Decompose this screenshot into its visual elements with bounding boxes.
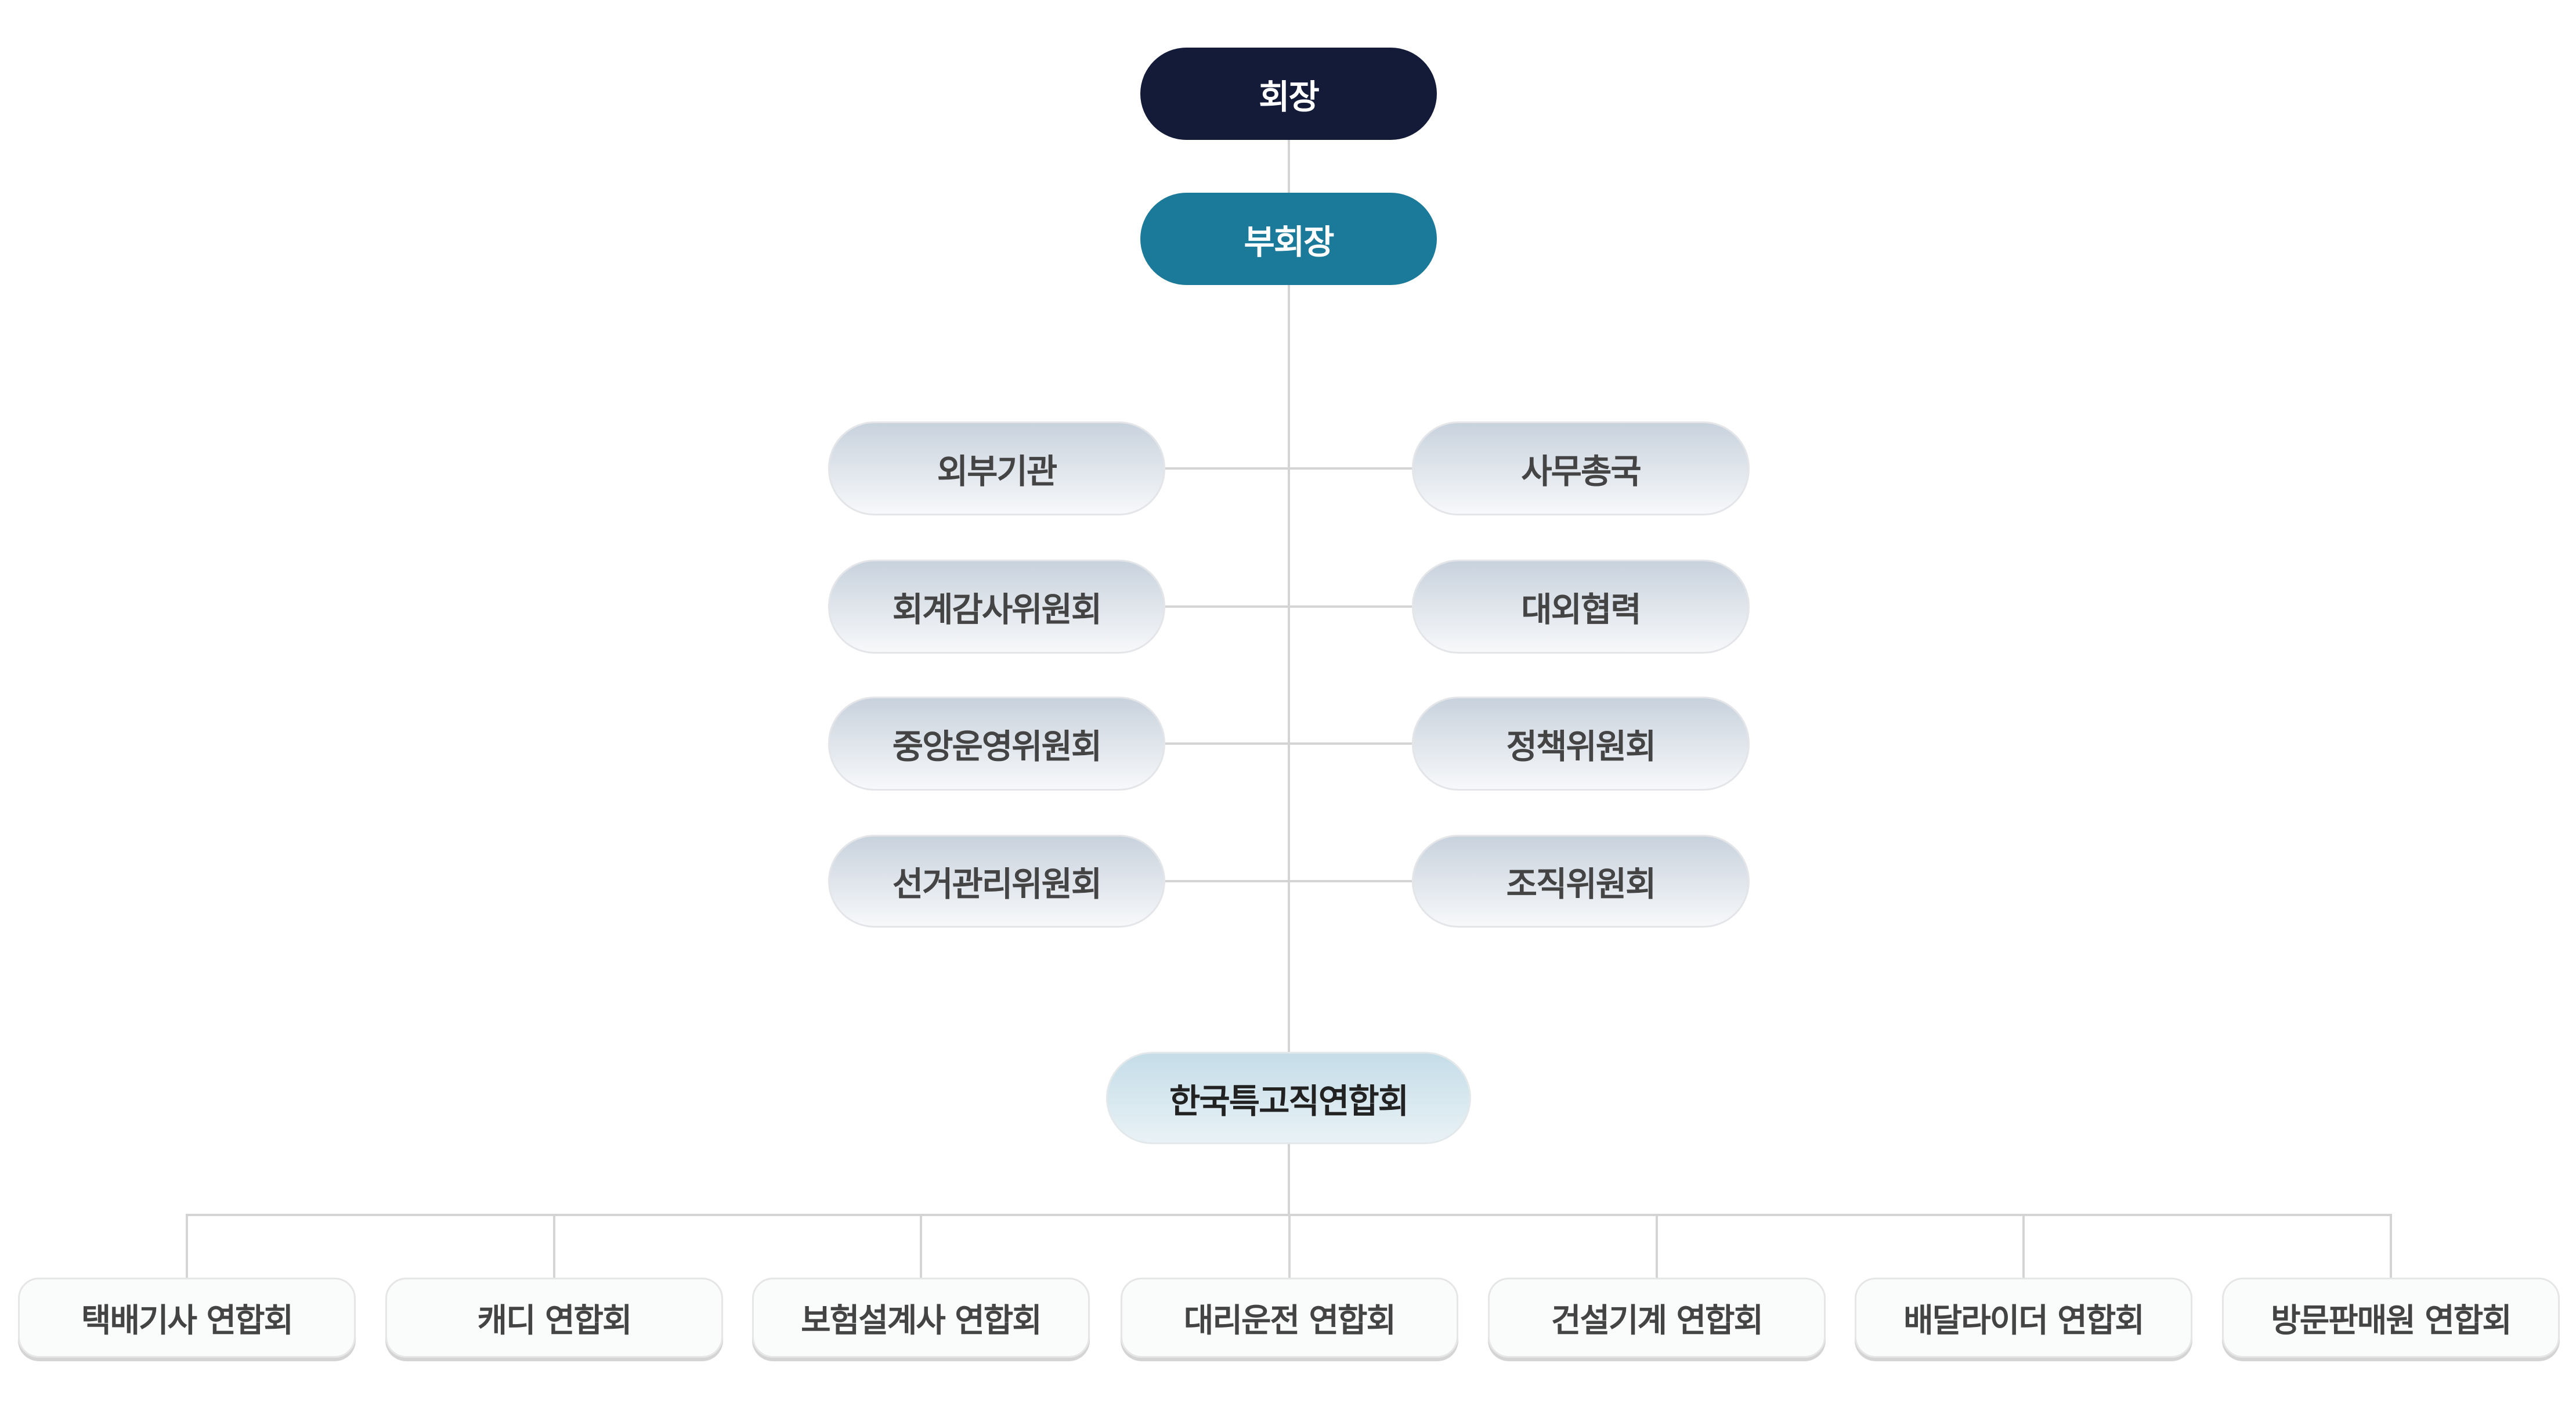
association-insurance-planners: 보험설계사 연합회 [752,1278,1090,1358]
federation-node: 한국특고직연합회 [1106,1052,1471,1144]
unit-audit-committee: 회계감사위원회 [828,560,1165,654]
association-delivery-drivers: 택배기사 연합회 [18,1278,356,1358]
association-caddies: 캐디 연합회 [385,1278,723,1358]
association-delivery-riders: 배달라이더 연합회 [1855,1278,2192,1358]
row-line-4 [1165,880,1412,882]
association-drop-line [1288,1214,1291,1278]
row-line-3 [1165,742,1412,745]
unit-secretariat: 사무총국 [1412,421,1750,515]
unit-organization-committee: 조직위원회 [1412,835,1750,928]
unit-policy-committee: 정책위원회 [1412,697,1750,791]
unit-external-cooperation: 대외협력 [1412,560,1750,654]
row-line-1 [1165,467,1412,470]
association-construction-machinery: 건설기계 연합회 [1488,1278,1826,1358]
vice-chairman-node: 부회장 [1140,193,1437,285]
unit-election-committee: 선거관리위원회 [828,835,1165,928]
association-drop-line [1656,1214,1658,1278]
association-designated-drivers: 대리운전 연합회 [1121,1278,1458,1358]
association-drop-line [186,1214,188,1278]
association-drop-line [553,1214,555,1278]
row-line-2 [1165,605,1412,608]
association-drop-line [920,1214,922,1278]
association-drop-line [2390,1214,2392,1278]
main-vertical-line [1288,140,1290,1215]
association-drop-line [2022,1214,2025,1278]
unit-external-agencies: 외부기관 [828,421,1165,515]
chairman-node: 회장 [1140,48,1437,140]
association-door-to-door-sales: 방문판매원 연합회 [2222,1278,2560,1358]
unit-central-operations-committee: 중앙운영위원회 [828,697,1165,791]
